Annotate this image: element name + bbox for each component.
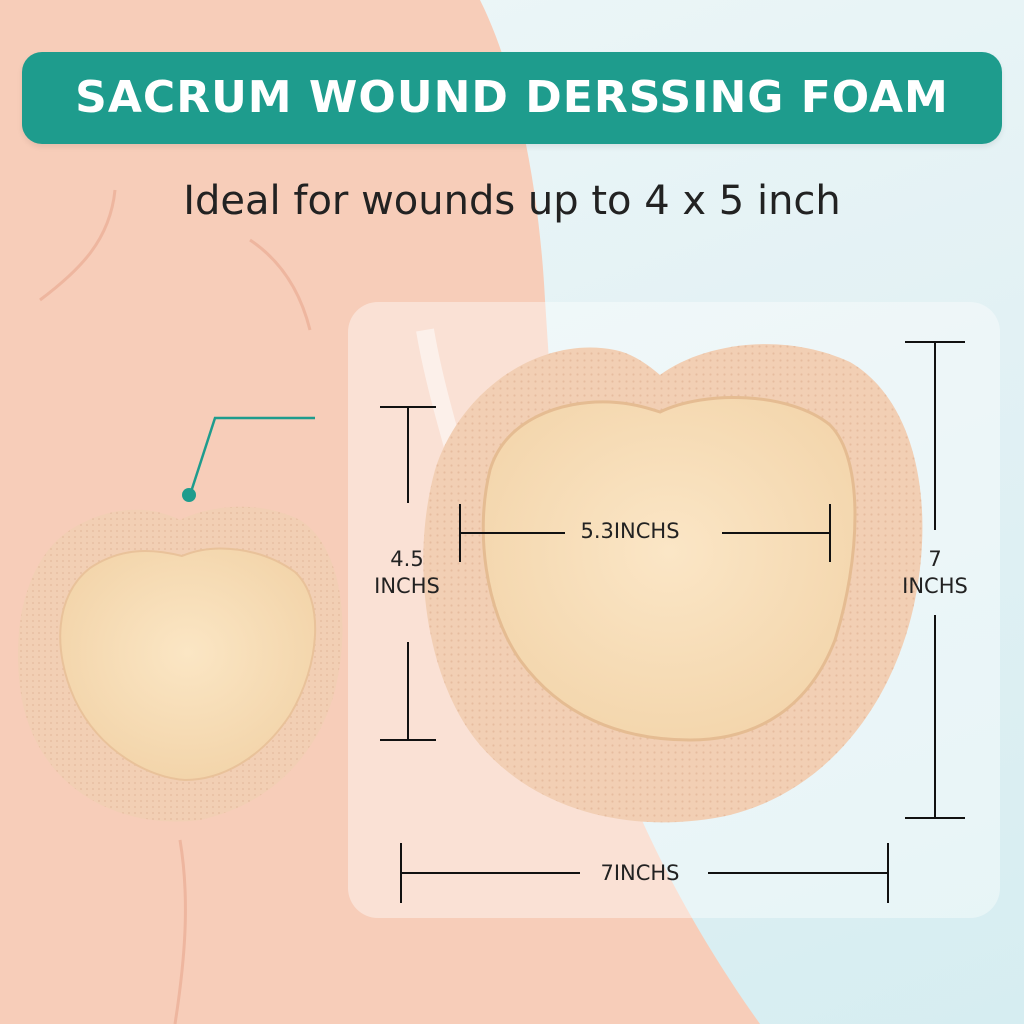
banner-title: SACRUM WOUND DERSSING FOAM <box>75 72 949 123</box>
callout-dot <box>182 488 196 502</box>
inner-height-label: 4.5 INCHS <box>362 546 452 600</box>
inner-width-label: 5.3INCHS <box>580 519 680 543</box>
leg-line <box>173 839 187 1024</box>
inner-height-value: 4.5 <box>390 547 424 571</box>
subtitle: Ideal for wounds up to 4 x 5 inch <box>183 178 841 224</box>
back-crease-left <box>39 189 117 302</box>
callout-line <box>188 416 315 496</box>
back-crease-right <box>249 238 312 331</box>
title-banner: SACRUM WOUND DERSSING FOAM <box>22 52 1002 144</box>
outer-height-unit: INCHS <box>902 574 968 598</box>
inner-width-dimension <box>459 504 831 562</box>
outer-height-value: 7 <box>928 547 942 571</box>
inner-height-unit: INCHS <box>374 574 440 598</box>
dressing-pad <box>481 395 857 742</box>
inner-height-dimension <box>380 406 436 741</box>
outer-height-dimension <box>905 341 965 819</box>
outer-width-label: 7INCHS <box>600 861 680 885</box>
outer-height-label: 7 INCHS <box>890 546 980 600</box>
outer-width-dimension <box>400 843 889 903</box>
small-dressing <box>18 506 343 822</box>
